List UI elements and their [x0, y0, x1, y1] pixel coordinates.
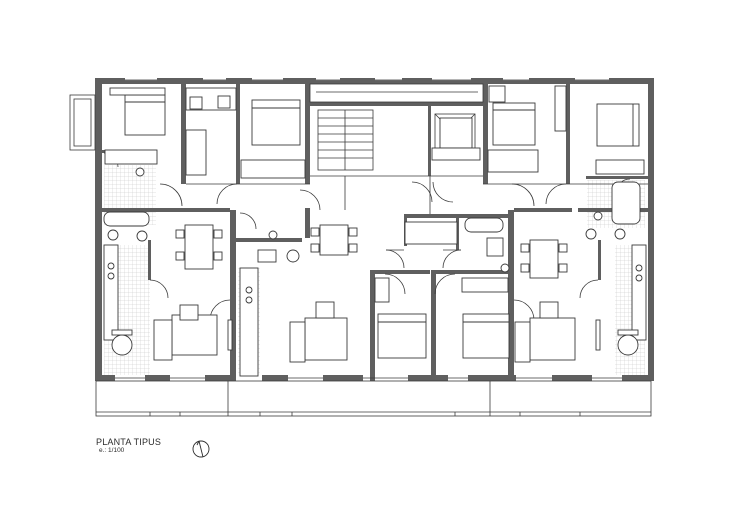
furniture [103, 85, 647, 377]
drawing-title: PLANTA TIPUS [96, 437, 162, 447]
north-arrow-icon [192, 440, 210, 458]
drawing-caption: PLANTA TIPUS e.: 1/100 [96, 437, 161, 455]
drawing-scale: e.: 1/100 [99, 447, 125, 455]
